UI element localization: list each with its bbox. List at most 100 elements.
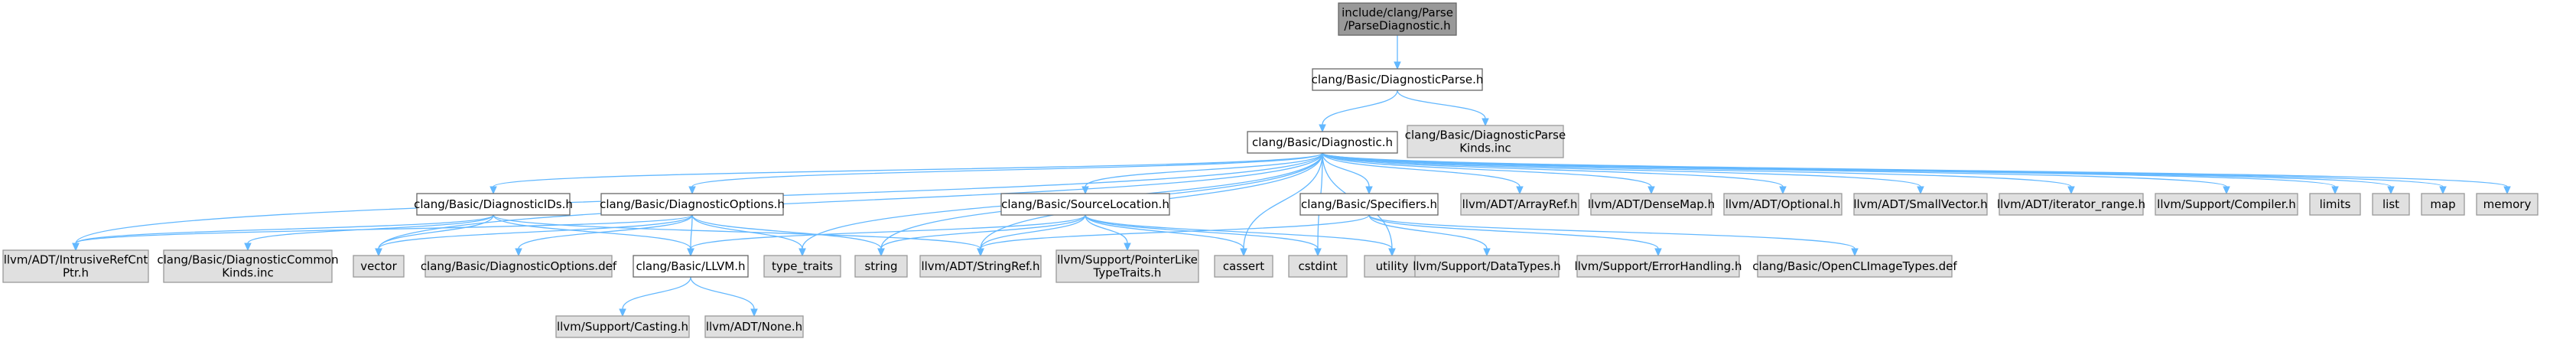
edge-diagnostic-to-diagnosticoptions <box>688 152 1323 195</box>
edge-diagnosticparse-to-diagnosticparsekinds <box>1397 90 1489 127</box>
node-box <box>1576 255 1740 278</box>
arrowhead-icon <box>1516 186 1524 195</box>
edge-line <box>518 214 693 249</box>
node-box <box>919 255 1042 278</box>
arrowhead-icon <box>1482 118 1489 127</box>
arrowhead-icon <box>2067 186 2075 195</box>
node-box <box>1214 255 1273 278</box>
node-box <box>555 315 690 338</box>
edge-line <box>1322 152 1370 187</box>
node-label: llvm/ADT/StringRef.h <box>921 259 1039 273</box>
edge-line <box>1243 152 1323 249</box>
node-parsediagnostic[interactable]: include/clang/Parse/ParseDiagnostic.h <box>1338 2 1457 36</box>
edge-line <box>1085 214 1393 249</box>
edge-line <box>1322 152 1521 187</box>
node-iteratorrange: llvm/ADT/iterator_range.h <box>1997 193 2145 216</box>
edge-line <box>1322 152 2072 187</box>
node-datatypes: llvm/Support/DataTypes.h <box>1413 255 1561 278</box>
node-box <box>2372 193 2410 216</box>
node-diagnosticparse[interactable]: clang/Basic/DiagnosticParse.h <box>1312 68 1484 91</box>
node-optional: llvm/ADT/Optional.h <box>1723 193 1843 216</box>
node-label: llvm/ADT/IntrusiveRefCnt <box>4 253 148 267</box>
node-label: llvm/ADT/iterator_range.h <box>1997 197 2145 212</box>
edge-line <box>75 214 494 244</box>
node-label: clang/Basic/OpenCLImageTypes.def <box>1752 259 1957 273</box>
node-typetraits: type_traits <box>763 255 841 278</box>
node-label: type_traits <box>772 259 833 274</box>
node-compiler: llvm/Support/Compiler.h <box>2155 193 2298 216</box>
node-label: map <box>2430 197 2455 211</box>
node-label: TypeTraits.h <box>1093 266 1162 280</box>
nodes-layer: include/clang/Parse/ParseDiagnostic.h cla… <box>2 2 2539 338</box>
node-box <box>763 255 841 278</box>
node-llvmh[interactable]: clang/Basic/LLVM.h <box>633 255 749 278</box>
node-errorhandling: llvm/Support/ErrorHandling.h <box>1575 255 1742 278</box>
edges-layer <box>72 34 2511 318</box>
arrowhead-icon <box>1081 186 1089 195</box>
edge-diagnostic-to-memory <box>1322 152 2511 195</box>
arrowhead-icon <box>1779 186 1787 195</box>
node-box <box>1247 131 1398 154</box>
edge-line <box>1322 90 1398 125</box>
node-openclimagetypes: clang/Basic/OpenCLImageTypes.def <box>1752 255 1957 278</box>
node-specifiers[interactable]: clang/Basic/Specifiers.h <box>1299 193 1439 216</box>
arrowhead-icon <box>1388 248 1396 257</box>
node-cstdint: cstdint <box>1288 255 1348 278</box>
arrowhead-icon <box>977 248 984 257</box>
node-label: cassert <box>1223 259 1264 273</box>
node-box <box>353 255 405 278</box>
edge-line <box>1397 90 1486 119</box>
node-box <box>854 255 908 278</box>
edge-line <box>378 214 693 249</box>
node-label: clang/Basic/DiagnosticIDs.h <box>414 197 573 211</box>
arrowhead-icon <box>1240 248 1247 257</box>
edge-line <box>1322 152 1652 187</box>
node-label: clang/Basic/DiagnosticParse.h <box>1312 73 1484 86</box>
node-box <box>1338 2 1457 36</box>
edge-line <box>1368 214 1659 249</box>
arrowhead-icon <box>1647 186 1655 195</box>
node-box <box>1460 193 1579 216</box>
node-diagnosticoptions[interactable]: clang/Basic/DiagnosticOptions.h <box>600 193 785 216</box>
arrowhead-icon <box>2223 186 2230 195</box>
node-label: llvm/Support/Compiler.h <box>2157 197 2296 211</box>
edge-specifiers-to-datatypes <box>1368 214 1491 257</box>
edge-diagnostic-to-specifiers <box>1322 152 1373 195</box>
node-label: clang/Basic/DiagnosticParse <box>1405 129 1566 142</box>
edge-diagnosticoptions-to-string <box>691 214 885 257</box>
edge-diagnosticoptions-to-intrusiverefcntptr <box>72 214 693 252</box>
node-box <box>600 193 784 216</box>
node-box <box>704 315 804 338</box>
node-sourcelocation[interactable]: clang/Basic/SourceLocation.h <box>1000 193 1170 216</box>
node-box <box>1414 255 1560 278</box>
node-box <box>1757 255 1953 278</box>
arrowhead-icon <box>515 248 522 257</box>
node-arrayref: llvm/ADT/ArrayRef.h <box>1460 193 1579 216</box>
node-densemap: llvm/ADT/DenseMap.h <box>1588 193 1715 216</box>
node-label: cstdint <box>1298 259 1337 273</box>
edge-diagnostic-to-iteratorrange <box>1322 152 2075 195</box>
arrowhead-icon <box>375 248 382 257</box>
edge-line <box>1085 214 1128 244</box>
arrowhead-icon <box>1654 248 1662 257</box>
edge-line <box>980 214 1086 249</box>
node-box <box>1055 249 1199 283</box>
arrowhead-icon <box>490 186 497 195</box>
node-box <box>1853 193 1988 216</box>
node-map: map <box>2421 193 2465 216</box>
node-box <box>1999 193 2144 216</box>
node-box <box>1299 193 1439 216</box>
node-diagnosticids[interactable]: clang/Basic/DiagnosticIDs.h <box>414 193 573 216</box>
edge-line <box>691 214 882 249</box>
node-label: llvm/Support/PointerLike <box>1057 253 1198 267</box>
edge-diagnosticparse-to-diagnostic <box>1319 90 1398 133</box>
edge-line <box>1085 152 1323 187</box>
node-label: string <box>864 259 897 273</box>
edge-line <box>690 214 693 249</box>
arrowhead-icon <box>2331 186 2339 195</box>
node-smallvector: llvm/ADT/SmallVector.h <box>1853 193 1988 216</box>
node-diagnostic[interactable]: clang/Basic/Diagnostic.h <box>1247 131 1398 154</box>
node-label: clang/Basic/DiagnosticCommon <box>157 253 338 267</box>
node-label: clang/Basic/LLVM.h <box>636 259 746 273</box>
